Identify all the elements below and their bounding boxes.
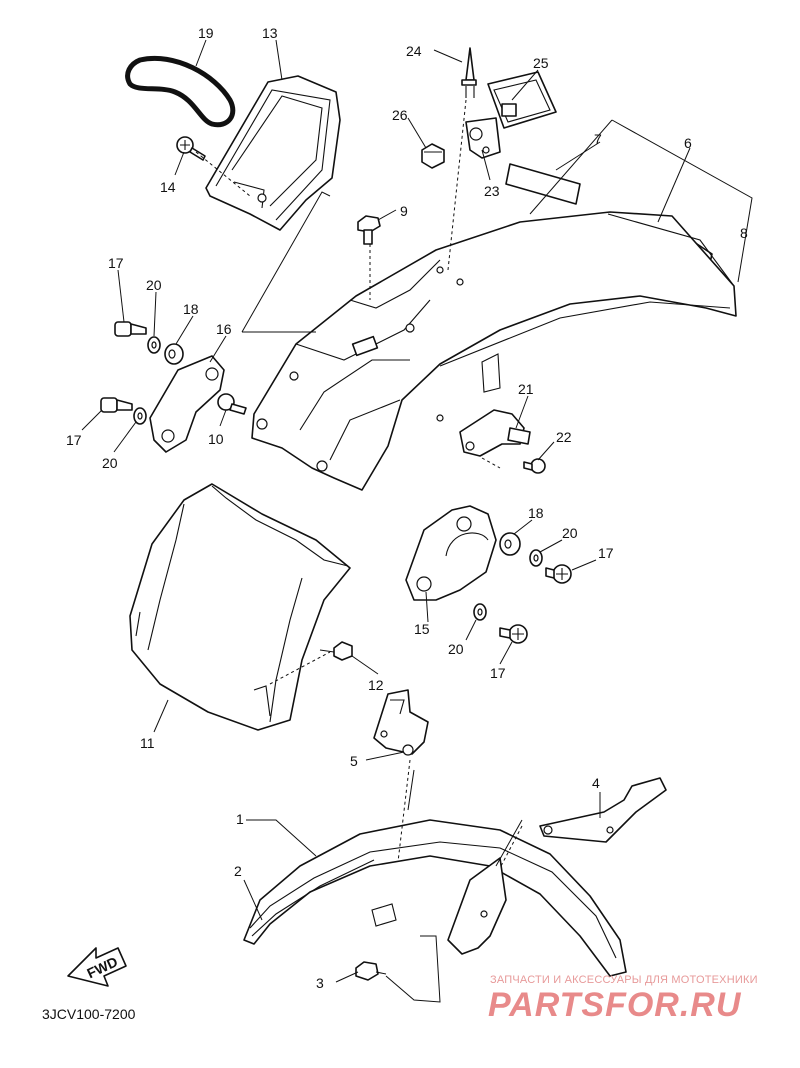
bracket-15 (405, 505, 497, 601)
label-2: 2 (234, 863, 242, 879)
screw-17-b (100, 397, 133, 413)
label-24: 24 (406, 43, 422, 59)
screw-17-d (499, 624, 528, 644)
watermark-tagline: ЗАПЧАСТИ И АКСЕССУАРЫ ДЛЯ МОТОТЕХНИКИ (490, 974, 758, 986)
washer-20-d (473, 603, 487, 621)
fwd-arrow: FWD (67, 947, 127, 987)
label-1: 1 (236, 811, 244, 827)
label-15: 15 (414, 621, 430, 637)
diagram-code: 3JCV100-7200 (42, 1006, 136, 1022)
screw-10 (217, 393, 247, 415)
nut-26 (421, 143, 445, 169)
label-8: 8 (740, 225, 748, 241)
washer-20-c (529, 549, 543, 567)
label-10: 10 (208, 431, 224, 447)
label-6: 6 (684, 135, 692, 151)
label-17-d: 17 (490, 665, 506, 681)
watermark-logo: PARTSFOR.RU (488, 986, 742, 1024)
label-20-c: 20 (562, 525, 578, 541)
seal-ring-19 (125, 56, 236, 128)
bolt-3 (355, 961, 387, 981)
label-23: 23 (484, 183, 500, 199)
stay-4 (539, 777, 667, 843)
label-19: 19 (198, 25, 214, 41)
battery-box-13 (205, 75, 341, 231)
label-17-b: 17 (66, 432, 82, 448)
label-25: 25 (533, 55, 549, 71)
label-9: 9 (400, 203, 408, 219)
reflector-25 (487, 71, 557, 129)
front-fender-1 (243, 819, 627, 977)
bracket-5 (373, 689, 429, 756)
washer-20-a (147, 336, 161, 354)
label-3: 3 (316, 975, 324, 991)
label-18-a: 18 (183, 301, 199, 317)
label-4: 4 (592, 775, 600, 791)
label-5: 5 (350, 753, 358, 769)
label-22: 22 (556, 429, 572, 445)
collar-18-a (164, 343, 184, 365)
screw-22 (523, 458, 546, 474)
inner-fender-11 (129, 483, 351, 731)
collar-18-b (499, 532, 521, 556)
label-16: 16 (216, 321, 232, 337)
label-21: 21 (518, 381, 534, 397)
label-26: 26 (392, 107, 408, 123)
label-17-a: 17 (108, 255, 124, 271)
label-13: 13 (262, 25, 278, 41)
label-7: 7 (594, 131, 602, 147)
label-18-b: 18 (528, 505, 544, 521)
bracket-16 (149, 355, 225, 453)
screw-17-c (545, 564, 572, 584)
rear-fender-main (251, 211, 737, 491)
screw-17-a (114, 321, 147, 337)
washer-20-b (133, 407, 147, 425)
reflector-bracket-23 (465, 117, 501, 159)
label-17-c: 17 (598, 545, 614, 561)
label-20-d: 20 (448, 641, 464, 657)
leader-lines (81, 39, 753, 1003)
bolt-12 (319, 641, 353, 661)
label-12: 12 (368, 677, 384, 693)
label-20-a: 20 (146, 277, 162, 293)
screw-14 (176, 136, 206, 161)
label-14: 14 (160, 179, 176, 195)
rivet-24 (461, 47, 477, 98)
clamp-21 (459, 409, 531, 457)
label-20-b: 20 (102, 455, 118, 471)
label-11: 11 (140, 735, 155, 751)
part-labels: 19 13 14 24 25 26 23 7 6 8 9 17 20 18 16… (66, 25, 748, 991)
bolt-9 (357, 215, 381, 245)
